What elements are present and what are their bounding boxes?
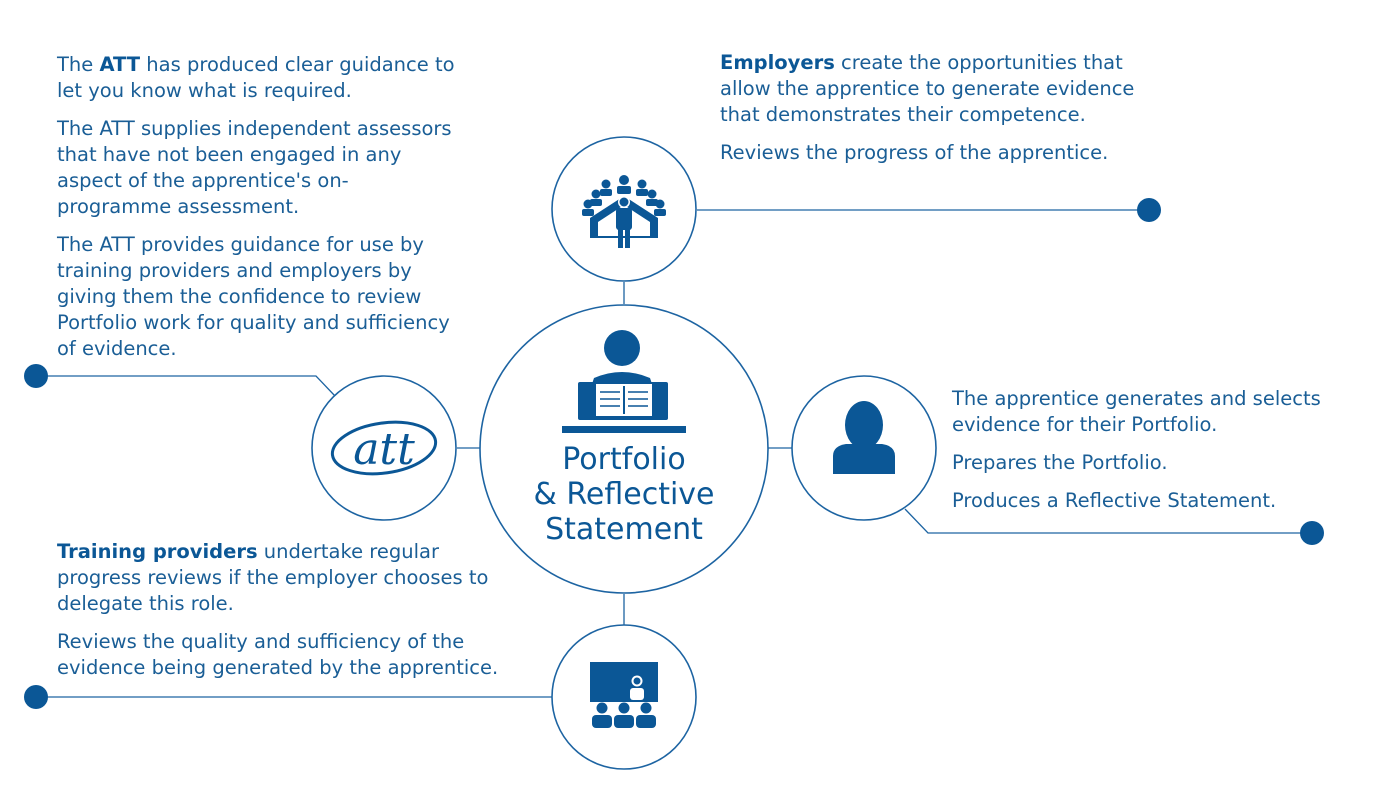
att-logo: att [330, 420, 438, 476]
connector-att-dot [36, 375, 336, 397]
classroom-icon [590, 662, 658, 728]
employers-intro: Employers create the opportunities that … [720, 50, 1140, 128]
dot-employers [1137, 198, 1161, 222]
training-bold: Training providers [57, 540, 258, 563]
att-description: The ATT has produced clear guidance to l… [57, 52, 457, 374]
dot-apprentice [1300, 521, 1324, 545]
meeting-presenter-icon [582, 175, 666, 248]
center-title-line1: Portfolio [562, 442, 686, 477]
dot-att [24, 364, 48, 388]
att-guidance-text: The ATT provides guidance for use by tra… [57, 233, 450, 360]
apprentice-text1: The apprentice generates and selects evi… [952, 387, 1321, 436]
dot-training [24, 685, 48, 709]
connector-lines [36, 209, 1312, 698]
apprentice-text3: Produces a Reflective Statement. [952, 489, 1277, 512]
center-title: Portfolio & Reflective Statement [524, 442, 724, 547]
center-title-line3: Statement [545, 512, 703, 547]
center-title-line2: & Reflective [533, 477, 715, 512]
employers-description: Employers create the opportunities that … [720, 50, 1140, 178]
att-assessors-text: The ATT supplies independent assessors t… [57, 117, 452, 218]
att-intro-bold: ATT [99, 53, 141, 76]
training-reviews-text: Reviews the quality and sufficiency of t… [57, 630, 499, 679]
att-circle [311, 375, 457, 521]
employers-reviews-text: Reviews the progress of the apprentice. [720, 141, 1109, 164]
training-text1: undertake regular progress reviews if th… [57, 540, 489, 615]
connector-apprentice-dot [904, 508, 1312, 534]
training-intro: Training providers undertake regular pro… [57, 539, 527, 617]
person-reading-icon [562, 330, 686, 433]
att-intro: The ATT has produced clear guidance to l… [57, 52, 457, 104]
apprentice-description: The apprentice generates and selects evi… [952, 386, 1352, 526]
person-icon [833, 401, 895, 474]
employers-bold: Employers [720, 51, 835, 74]
apprentice-text2: Prepares the Portfolio. [952, 451, 1168, 474]
training-description: Training providers undertake regular pro… [57, 539, 527, 693]
center-circle [479, 304, 769, 594]
att-intro-post: has produced clear guidance to let you k… [57, 53, 455, 102]
end-dots [24, 198, 1324, 709]
employers-text1: create the opportunities that allow the … [720, 51, 1135, 126]
att-intro-pre: The [57, 53, 100, 76]
att-logo-text: att [353, 424, 415, 475]
